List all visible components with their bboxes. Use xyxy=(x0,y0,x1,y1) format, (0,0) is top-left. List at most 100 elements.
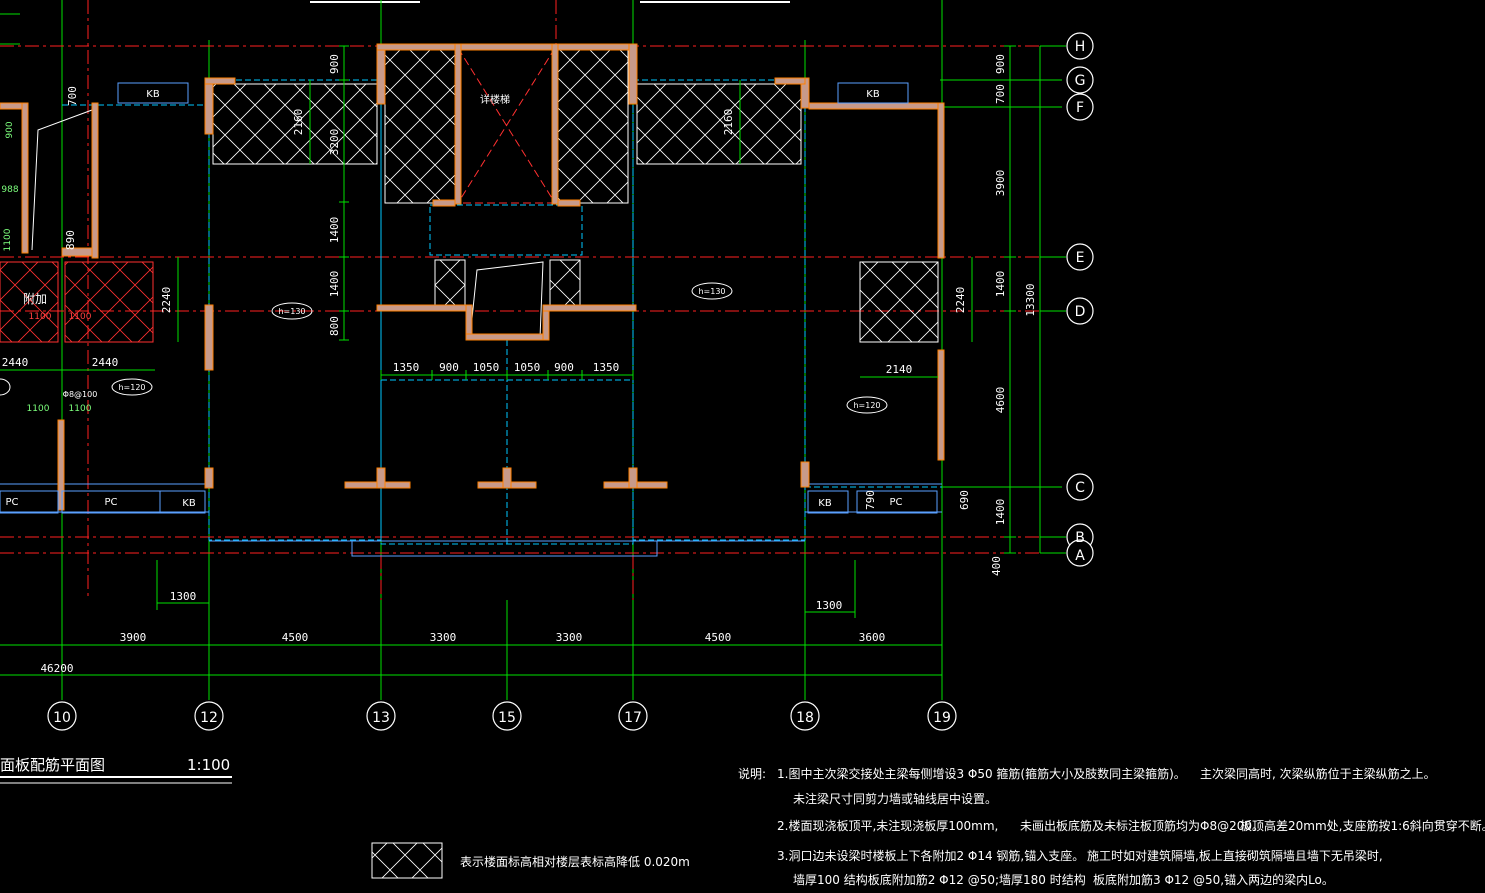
h120-label: h=120 xyxy=(853,401,880,410)
axis-bubble-13 xyxy=(366,701,396,731)
dim-1300-right: 1300 xyxy=(816,599,843,612)
note-line3: 3.洞口边未设梁时楼板上下各附加2 Φ14 钢筋,锚入支座。 xyxy=(777,848,1084,863)
dim-2140-text: 2140 xyxy=(886,363,913,376)
dim-900: 900 xyxy=(554,361,574,374)
dim-2140: 2140 xyxy=(860,363,938,378)
dim-1050: 1050 xyxy=(514,361,541,374)
dim-3200: 3200 xyxy=(328,129,341,156)
axis-label-H: H xyxy=(1075,39,1086,55)
bottom-dim-spans: 3900 4500 3300 3300 4500 3600 46200 xyxy=(0,631,942,676)
span-3300: 3300 xyxy=(430,631,457,644)
h130-label: h=130 xyxy=(698,287,725,296)
kb-label: KB xyxy=(146,89,160,100)
green-1100: 1100 xyxy=(3,228,13,251)
dims-2240: 2240 2240 xyxy=(160,257,973,342)
dim-4600: 4600 xyxy=(994,387,1007,414)
dim-900: 900 xyxy=(328,54,341,74)
span-3300: 3300 xyxy=(556,631,583,644)
stair-label: 详楼梯 xyxy=(480,93,510,106)
axis-bubble-17 xyxy=(618,701,648,731)
axis-label-E: E xyxy=(1076,250,1085,266)
axis-bubble-12 xyxy=(194,701,224,731)
dim-2240: 2240 xyxy=(160,287,173,314)
dim-400: 400 xyxy=(990,556,1003,576)
dim-1300-left: 1300 xyxy=(170,590,197,603)
dim-800: 800 xyxy=(328,316,341,336)
dim-700: 700 xyxy=(66,86,79,106)
axis-bubble-H xyxy=(1066,32,1094,60)
pc-label: PC xyxy=(889,497,902,508)
note-line1c: 未注梁尺寸同剪力墙或轴线居中设置。 xyxy=(793,791,997,806)
dim-700: 700 xyxy=(994,84,1007,104)
kb-label: KB xyxy=(182,498,196,509)
dim-900: 900 xyxy=(994,54,1007,74)
dim-900: 900 xyxy=(439,361,459,374)
span-3900: 3900 xyxy=(120,631,147,644)
green-988: 988 xyxy=(1,185,18,195)
axis-bubble-D xyxy=(1066,297,1094,325)
notes-heading: 说明: xyxy=(738,766,766,781)
note-line2c: 板顶高差20mm处,支座筋按1:6斜向贯穿不断。 xyxy=(1240,818,1485,833)
axis-label-D: D xyxy=(1075,304,1086,320)
dim-890: 890 xyxy=(64,230,77,250)
dim-2160-right: 2160 xyxy=(722,109,735,136)
notes: 说明: 1.图中主次梁交接处主梁每侧增设3 Φ50 箍筋(箍筋大小及肢数同主梁箍… xyxy=(738,766,1485,887)
axis-bubble-C xyxy=(1066,473,1094,501)
outer-wall-lines xyxy=(0,483,942,557)
axis-bubble-19 xyxy=(927,701,957,731)
axis-label-15: 15 xyxy=(498,710,516,726)
dim-790: 790 xyxy=(864,490,877,510)
h120-label: h=120 xyxy=(118,383,145,392)
note-line3b: 施工时如对建筑隔墙,板上直接砌筑隔墙且墙下无吊梁时, xyxy=(1087,848,1383,863)
axis-label-A: A xyxy=(1075,548,1085,564)
pc-label: PC xyxy=(104,497,117,508)
dim-1350: 1350 xyxy=(593,361,620,374)
shear-walls xyxy=(0,43,945,511)
note-line1: 1.图中主次梁交接处主梁每侧增设3 Φ50 箍筋(箍筋大小及肢数同主梁箍筋)。 xyxy=(777,766,1186,781)
kb-pc-boxes xyxy=(0,82,938,514)
dim-1400: 1400 xyxy=(328,217,341,244)
axis-label-18: 18 xyxy=(796,710,814,726)
dims-2160: 2160 2160 xyxy=(292,80,741,164)
lowered-slab-hatch xyxy=(0,47,939,343)
note-line1b: 主次梁同高时, 次梁纵筋位于主梁纵筋之上。 xyxy=(1200,766,1436,781)
note-line2: 2.楼面现浇板顶平,未注现浇板厚100mm, xyxy=(777,818,998,833)
vertical-axis-bubbles: 10 12 13 15 17 18 19 xyxy=(47,701,957,731)
note-line3c: 墙厚100 结构板底附加筋2 Φ12 @50;墙厚180 时结构 xyxy=(793,872,1086,887)
green-1100: 1100 xyxy=(29,312,52,322)
small-dims: 700 890 790 690 xyxy=(64,86,971,510)
kb-pc-labels: KB KB KB KB PC PC PC xyxy=(5,89,902,509)
axis-bubble-15 xyxy=(492,701,522,731)
drawing-scale: 1:100 xyxy=(187,756,230,774)
dim-2440: 2440 xyxy=(2,356,29,369)
axis-label-10: 10 xyxy=(53,710,71,726)
horizontal-axis-bubbles: H G F E D C B A xyxy=(1040,32,1094,567)
dim-690: 690 xyxy=(958,490,971,510)
axis-label-B: B xyxy=(1075,530,1085,546)
axis-label-C: C xyxy=(1075,480,1085,496)
green-900: 900 xyxy=(5,121,15,138)
left-vertical-dims: 900 3200 1400 1400 800 xyxy=(328,45,349,341)
h130-label: h=130 xyxy=(278,307,305,316)
dim-1400: 1400 xyxy=(994,271,1007,298)
rebar-note: Φ8@100 xyxy=(63,390,98,399)
dim-2440: 2440 xyxy=(92,356,119,369)
axis-label-19: 19 xyxy=(933,710,951,726)
span-4500: 4500 xyxy=(705,631,732,644)
slab-thickness-labels xyxy=(0,282,888,414)
legend: 表示楼面标高相对楼层表标高降低 0.020m xyxy=(371,842,690,879)
note-line2b: 未画出板底筋及未标注板顶筋均为Φ8@200。 xyxy=(1020,818,1264,833)
axis-bubble-G xyxy=(1066,66,1094,94)
dim-1050: 1050 xyxy=(473,361,500,374)
axis-bubble-F xyxy=(1066,93,1094,121)
span-4500: 4500 xyxy=(282,631,309,644)
axis-label-12: 12 xyxy=(200,710,218,726)
dim-13300: 13300 xyxy=(1024,283,1037,316)
kb-label: KB xyxy=(818,498,832,509)
axis-label-F: F xyxy=(1076,100,1084,116)
dim-1350: 1350 xyxy=(393,361,420,374)
span-3600: 3600 xyxy=(859,631,886,644)
attach-label: 附加 xyxy=(23,292,47,306)
total-46200: 46200 xyxy=(40,662,73,675)
